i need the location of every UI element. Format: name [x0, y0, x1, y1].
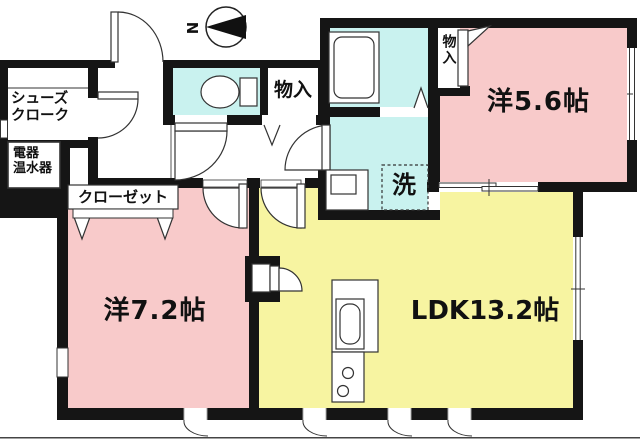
bedroom2-door	[202, 179, 248, 229]
ldk-door	[260, 179, 306, 229]
water-heater-box	[7, 141, 61, 189]
shoe-closet-door	[97, 91, 139, 139]
window-south-4	[447, 408, 473, 437]
storage-hall-fold-door	[263, 124, 281, 147]
washroom-door	[284, 124, 331, 171]
entrance-door	[110, 11, 164, 63]
fixtures: N	[0, 6, 640, 439]
label-water-heater-line1: 電器	[13, 146, 40, 161]
sliding-door-bedroom-ldk	[438, 179, 539, 196]
closet-box	[67, 184, 179, 219]
label-closet: クローゼット	[77, 188, 168, 206]
image-bottom-border	[0, 437, 640, 439]
label-water-heater: 電器 温水器	[13, 146, 52, 177]
ldk-cabinet	[251, 263, 303, 293]
bathtub	[328, 31, 380, 104]
closet-bifold-right	[156, 216, 174, 241]
window-west-wall	[56, 347, 69, 378]
western1-floor	[440, 28, 627, 182]
label-storage-hall: 物入	[273, 79, 312, 101]
label-laundry: 洗	[392, 171, 416, 199]
bathroom-fold-door	[413, 86, 429, 109]
closet-bifold-left	[73, 216, 91, 241]
stove-burner-2	[336, 384, 350, 398]
kitchen-sink	[339, 303, 361, 345]
doors	[73, 11, 493, 293]
window-ldk-right	[571, 237, 585, 340]
storage-bedroom-door	[438, 24, 493, 88]
toilet-fixture	[200, 75, 258, 109]
window-south-1	[183, 408, 209, 437]
washbasin	[325, 169, 369, 211]
window-shoe-closet	[0, 119, 8, 139]
room-label-western1: 洋5.6帖	[486, 87, 591, 117]
label-storage-bedroom: 物入	[440, 34, 457, 66]
room-label-western2: 洋7.2帖	[103, 296, 207, 326]
kitchen-counter	[331, 279, 379, 403]
walls	[0, 18, 637, 420]
stove-burner-1	[341, 366, 355, 380]
washing-machine-space	[381, 164, 429, 211]
compass: N	[184, 6, 247, 48]
compass-north-arrow-icon	[206, 15, 246, 39]
compass-north-label: N	[184, 22, 202, 35]
label-shoe-closet-line1: シューズ	[11, 91, 69, 107]
room-label-ldk: LDK13.2帖	[410, 296, 560, 326]
label-water-heater-line2: 温水器	[13, 161, 53, 177]
window-south-2	[302, 408, 328, 437]
label-shoe-closet: シューズ クローク	[11, 91, 69, 125]
window-south-3	[387, 408, 413, 437]
windows	[0, 48, 637, 437]
window-bedroom-right	[627, 48, 637, 140]
toilet-door	[174, 122, 228, 181]
label-shoe-closet-line2: クローク	[11, 108, 69, 125]
